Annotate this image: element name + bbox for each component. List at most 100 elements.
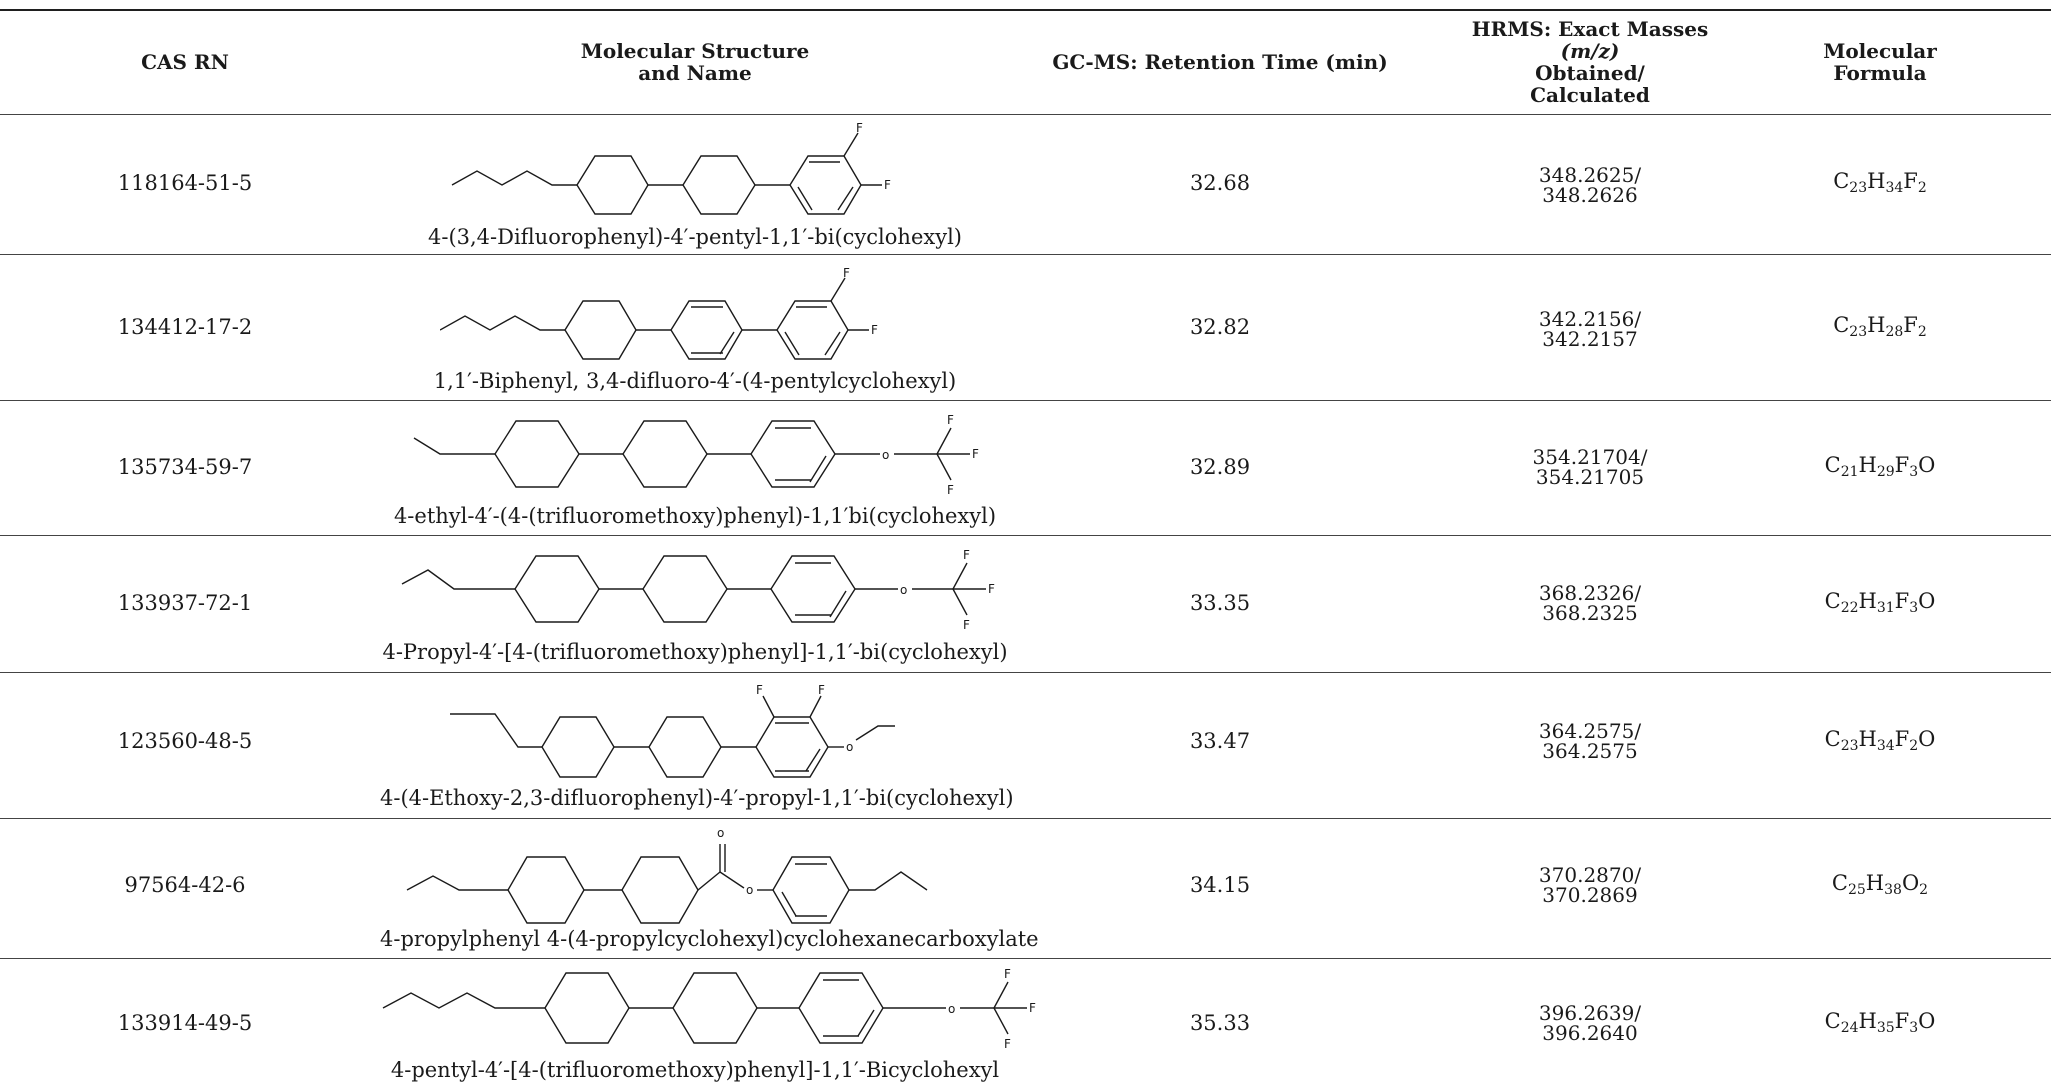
header-hrms: HRMS: Exact Masses (m/z) Obtained/ Calcu… <box>1440 12 1740 112</box>
row-divider <box>0 535 2051 536</box>
molecule-structure: o F F F <box>390 537 1010 637</box>
row-divider <box>0 958 2051 959</box>
mass-calculated: 348.2626 <box>1542 183 1638 207</box>
header-hrms-line1: HRMS: Exact Masses <box>1471 17 1709 41</box>
oxygen-label: o <box>846 740 853 754</box>
molecule-structure: o o <box>395 820 1015 930</box>
rt-cell: 33.35 <box>1040 580 1400 626</box>
cas-value: 134412-17-2 <box>117 314 253 339</box>
formula-cell: C23H34F2 <box>1760 160 2000 206</box>
compound-name: 4-(3,4-Difluorophenyl)-4′-pentyl-1,1′-bi… <box>427 225 962 249</box>
compound-name: 4-(4-Ethoxy-2,3-difluorophenyl)-4′-propy… <box>380 786 1014 810</box>
mass-obtained: 354.21704/ <box>1532 445 1648 469</box>
header-structure-line2: and Name <box>638 61 752 85</box>
mass-cell: 348.2625/ 348.2626 <box>1440 160 1740 210</box>
rt-cell: 32.68 <box>1040 160 1400 206</box>
header-formula-line2: Formula <box>1833 61 1927 85</box>
oxygen-label: o <box>948 1002 955 1016</box>
fluorine-label: F <box>871 323 878 337</box>
fluorine-label: F <box>843 266 850 280</box>
mass-calculated: 354.21705 <box>1535 465 1645 489</box>
rt-value: 34.15 <box>1189 872 1251 897</box>
mass-cell: 354.21704/ 354.21705 <box>1440 442 1740 492</box>
fluorine-label: F <box>947 413 954 427</box>
fluorine-label: F <box>963 548 970 562</box>
formula-cell: C25H38O2 <box>1760 862 2000 908</box>
mass-calculated: 396.2640 <box>1542 1021 1638 1045</box>
molecule-structure: F F <box>440 115 960 225</box>
mass-obtained: 348.2625/ <box>1538 163 1642 187</box>
header-hrms-line2: (m/z) <box>1560 39 1620 63</box>
compound-name: 4-propylphenyl 4-(4-propylcyclohexyl)cyc… <box>380 927 1039 951</box>
rt-value: 33.35 <box>1189 590 1251 615</box>
header-rule <box>0 114 2051 115</box>
cas-cell: 135734-59-7 <box>60 444 310 490</box>
fluorine-label: F <box>972 447 979 461</box>
molecular-formula: C25H38O2 <box>1831 871 1929 898</box>
cas-cell: 118164-51-5 <box>60 160 310 206</box>
formula-cell: C23H28F2 <box>1760 304 2000 350</box>
formula-cell: C21H29F3O <box>1760 444 2000 490</box>
cas-cell: 97564-42-6 <box>60 862 310 908</box>
fluorine-label: F <box>884 178 891 192</box>
mass-calculated: 370.2869 <box>1542 883 1638 907</box>
molecular-formula: C21H29F3O <box>1824 453 1936 480</box>
row-divider <box>0 400 2051 401</box>
mass-obtained: 396.2639/ <box>1538 1001 1642 1025</box>
rt-cell: 33.47 <box>1040 718 1400 764</box>
header-gcms-label: GC-MS: Retention Time (min) <box>1052 50 1388 74</box>
fluorine-label: F <box>1004 1037 1011 1051</box>
mass-cell: 368.2326/ 368.2325 <box>1440 578 1740 628</box>
molecular-formula: C23H28F2 <box>1833 313 1927 340</box>
rt-cell: 34.15 <box>1040 862 1400 908</box>
fluorine-label: F <box>1004 967 1011 981</box>
molecule-structure: F F <box>440 258 960 370</box>
cas-cell: 133914-49-5 <box>60 1000 310 1046</box>
fluorine-label: F <box>856 121 863 135</box>
header-cas: CAS RN <box>60 12 310 112</box>
molecular-formula: C24H35F3O <box>1824 1009 1936 1036</box>
mass-obtained: 364.2575/ <box>1538 719 1642 743</box>
rt-cell: 35.33 <box>1040 1000 1400 1046</box>
header-gcms: GC-MS: Retention Time (min) <box>1040 12 1400 112</box>
cas-value: 133914-49-5 <box>117 1010 253 1035</box>
molecule-structure: o F F F <box>375 960 1055 1060</box>
header-hrms-line4: Calculated <box>1530 83 1650 107</box>
fluorine-label: F <box>947 483 954 497</box>
fluorine-label: F <box>988 582 995 596</box>
mass-obtained: 342.2156/ <box>1538 307 1642 331</box>
compound-name: 1,1′-Biphenyl, 3,4-difluoro-4′-(4-pentyl… <box>433 369 957 393</box>
row-divider <box>0 254 2051 255</box>
cas-cell: 133937-72-1 <box>60 580 310 626</box>
oxygen-label: o <box>882 448 889 462</box>
row-divider <box>0 672 2051 673</box>
rt-value: 33.47 <box>1189 728 1251 753</box>
header-hrms-line3: Obtained/ <box>1535 61 1645 85</box>
oxygen-label: o <box>717 826 724 840</box>
mass-cell: 342.2156/ 342.2157 <box>1440 304 1740 354</box>
molecule-structure: o F F F <box>400 402 1000 502</box>
rt-cell: 32.82 <box>1040 304 1400 350</box>
mass-calculated: 368.2325 <box>1542 601 1638 625</box>
formula-cell: C22H31F3O <box>1760 580 2000 626</box>
cas-value: 135734-59-7 <box>117 454 253 479</box>
oxygen-label: o <box>746 883 753 897</box>
fluorine-label: F <box>818 683 825 697</box>
compound-name: 4-ethyl-4′-(4-(trifluoromethoxy)phenyl)-… <box>393 504 997 528</box>
molecular-formula: C23H34F2O <box>1824 727 1936 754</box>
mass-cell: 370.2870/ 370.2869 <box>1440 860 1740 910</box>
fluorine-label: F <box>756 683 763 697</box>
header-cas-label: CAS RN <box>141 50 229 74</box>
header-structure-line1: Molecular Structure <box>580 39 810 63</box>
mass-obtained: 368.2326/ <box>1538 581 1642 605</box>
mass-calculated: 364.2575 <box>1542 739 1638 763</box>
header-structure: Molecular Structure and Name <box>450 12 940 112</box>
cas-cell: 134412-17-2 <box>60 304 310 350</box>
molecular-formula: C22H31F3O <box>1824 589 1936 616</box>
cas-value: 133937-72-1 <box>117 590 253 615</box>
fluorine-label: F <box>963 618 970 632</box>
mass-calculated: 342.2157 <box>1542 327 1638 351</box>
row-divider <box>0 818 2051 819</box>
header-formula-line1: Molecular <box>1823 39 1937 63</box>
